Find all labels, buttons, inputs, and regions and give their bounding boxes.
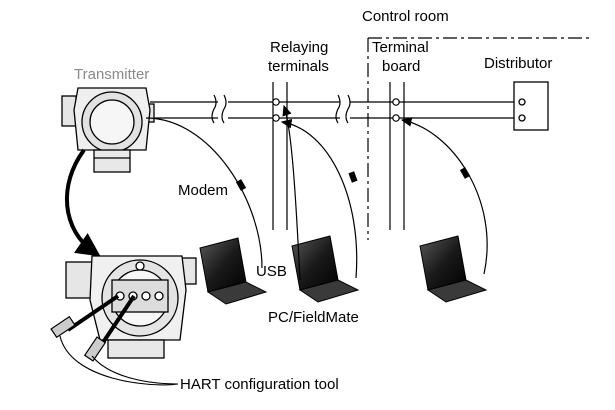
modem-cable xyxy=(145,117,263,269)
terminal-board-label-1: Terminal xyxy=(372,39,429,56)
relaying-terminals-label-1: Relaying xyxy=(270,39,328,56)
hart-tool-label: HART configuration tool xyxy=(180,376,339,393)
terminal-board-icon xyxy=(389,82,405,230)
zoom-arrow xyxy=(64,148,101,257)
transmitter-label: Transmitter xyxy=(74,66,149,83)
distributor-label: Distributor xyxy=(484,55,552,72)
wire-break-marks xyxy=(211,94,351,124)
cable-connector xyxy=(459,167,471,179)
cable-connector xyxy=(348,171,358,183)
laptop-icon xyxy=(291,235,360,303)
distributor-icon xyxy=(513,81,549,131)
control-room-boundary xyxy=(367,37,590,240)
control-room-label: Control room xyxy=(362,8,449,25)
signal-loop-wires xyxy=(150,101,514,119)
modem-label: Modem xyxy=(178,182,228,199)
hart-tool-leads xyxy=(59,335,179,386)
transmitter-icon xyxy=(61,87,155,173)
probe-icon xyxy=(50,294,136,362)
relaying-terminals-label-2: terminals xyxy=(268,58,329,75)
usb-label: USB xyxy=(256,263,287,280)
laptop-icon xyxy=(199,237,268,305)
modem-icon xyxy=(235,179,247,191)
pc-fieldmate-label: PC/FieldMate xyxy=(268,309,359,326)
relaying-terminals xyxy=(272,82,288,230)
terminal-board-label-2: board xyxy=(382,58,420,75)
terminal-block-icon xyxy=(65,255,197,359)
laptop-icon xyxy=(419,235,488,303)
